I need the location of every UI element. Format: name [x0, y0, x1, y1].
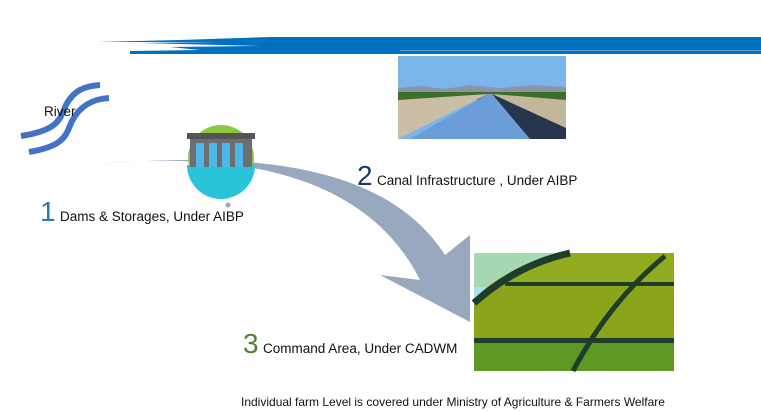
step-2: 2 Canal Infrastructure , Under AIBP — [357, 162, 577, 190]
field-image — [471, 249, 674, 373]
flow-arrow — [100, 159, 470, 322]
river-icon — [20, 82, 110, 155]
step-2-label: Canal Infrastructure , Under AIBP — [377, 173, 578, 188]
step-1-label: Dams & Storages, Under AIBP — [60, 209, 244, 224]
step-1-number: 1 — [40, 196, 56, 227]
canal-image — [398, 56, 566, 139]
step-3-number: 3 — [243, 328, 259, 359]
footnote: Individual farm Level is covered under M… — [241, 395, 665, 409]
river-label: River — [44, 104, 76, 119]
header-banner — [98, 37, 761, 54]
step-3: 3 Command Area, Under CADWM — [243, 330, 457, 358]
step-1: 1 Dams & Storages, Under AIBP — [40, 198, 244, 226]
step-2-number: 2 — [357, 160, 373, 191]
dam-icon — [187, 125, 255, 199]
step-3-label: Command Area, Under CADWM — [263, 341, 458, 356]
